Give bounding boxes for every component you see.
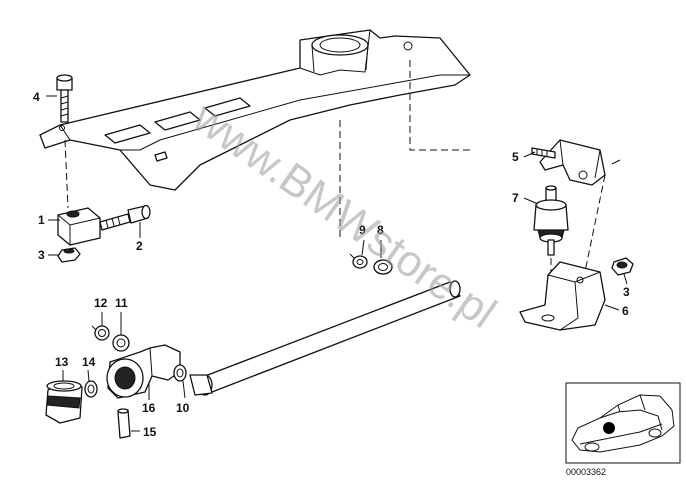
bolt-part-4 (56, 74, 73, 123)
callout-2: 2 (136, 239, 143, 253)
cover-cutout (204, 97, 251, 117)
bushing-part-10 (173, 364, 187, 382)
callout-3-left: 3 (38, 248, 45, 262)
callout-9: 9 (359, 223, 366, 237)
clip-part-12 (91, 325, 110, 341)
clip-part-9 (349, 253, 368, 269)
callout-7: 7 (512, 191, 519, 205)
callout-16: 16 (142, 401, 156, 415)
rubber-mount-part-7 (533, 185, 569, 256)
callout-14: 14 (82, 355, 96, 369)
callout-4: 4 (33, 90, 40, 104)
ring-part-14 (84, 380, 98, 398)
washer-part-8 (373, 259, 393, 275)
nut-part-3-left (57, 247, 81, 263)
joint-part-16 (106, 344, 181, 399)
sleeve-part-13 (45, 380, 83, 424)
callout-8: 8 (377, 223, 384, 237)
thumbnail-frame (565, 382, 681, 464)
callout-15: 15 (143, 425, 157, 439)
callout-10: 10 (176, 401, 190, 415)
lower-bracket-part-6 (519, 261, 606, 331)
washer-part-11 (112, 334, 130, 352)
screw-part-2 (99, 204, 151, 231)
car-thumbnail-inset (565, 382, 681, 464)
callout-13: 13 (55, 355, 69, 369)
clamp-block-part-1 (57, 207, 101, 246)
callout-1: 1 (38, 213, 45, 227)
shift-rod (189, 280, 461, 396)
callout-12: 12 (94, 296, 108, 310)
assembly-line (64, 139, 69, 209)
reference-number: 00003362 (566, 467, 606, 477)
upper-bracket-part-5 (531, 139, 621, 186)
location-marker-dot (603, 422, 615, 434)
callout-5: 5 (512, 150, 519, 164)
car-icon (571, 394, 675, 453)
leader-lines (46, 95, 628, 432)
callout-3-right: 3 (623, 285, 630, 299)
cover-cutout (104, 124, 151, 144)
pin-part-15 (117, 408, 131, 439)
gearbox-cover-plate (39, 29, 471, 191)
callout-6: 6 (622, 304, 629, 318)
cover-cutout (154, 111, 201, 131)
nut-part-3-right (611, 257, 634, 276)
watermark-text: www.BMWstore.pl (183, 92, 504, 337)
assembly-line (409, 60, 470, 151)
callout-11: 11 (115, 296, 128, 310)
